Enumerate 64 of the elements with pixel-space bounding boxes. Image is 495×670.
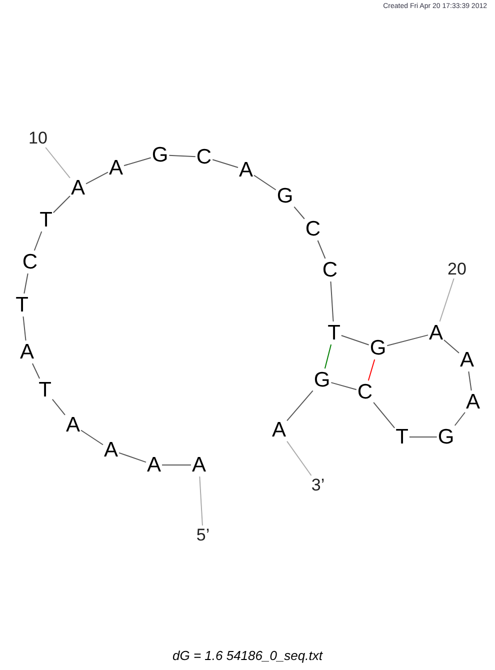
nucleotide-letter: G — [152, 144, 168, 166]
base-pair-line — [324, 344, 332, 369]
backbone-line — [52, 196, 70, 214]
nucleotide-letter: A — [66, 414, 80, 436]
caption: dG = 1.6 54186_0_seq.txt — [172, 648, 322, 663]
position-label: 3’ — [311, 476, 325, 494]
backbone-line — [34, 231, 42, 251]
backbone-line — [52, 398, 66, 416]
backbone-line — [124, 157, 152, 166]
backbone-line — [32, 363, 40, 379]
nucleotide-letter: C — [196, 146, 212, 168]
leader-line — [439, 278, 454, 322]
nucleotide-letter: C — [22, 252, 38, 272]
nucleotide-letter: G — [438, 426, 454, 448]
nucleotide-letter: C — [322, 260, 338, 280]
backbone-line — [317, 240, 326, 259]
backbone-line — [212, 159, 238, 168]
nucleotide-letter: C — [305, 218, 321, 240]
nucleotide-letter: G — [370, 338, 386, 358]
nucleotide-letter: A — [71, 178, 85, 198]
leader-line — [286, 440, 312, 476]
nucleotide-letter: A — [239, 160, 253, 180]
position-label: 10 — [28, 130, 48, 146]
position-label: 20 — [448, 260, 466, 278]
backbone-line — [408, 436, 438, 438]
backbone-line — [454, 412, 466, 426]
backbone-line — [286, 390, 314, 422]
backbone-line — [330, 281, 334, 322]
nucleotide-letter: T — [16, 294, 28, 316]
leader-line — [199, 476, 203, 526]
nucleotide-letter: T — [396, 426, 408, 448]
nucleotide-letter: T — [38, 380, 52, 400]
backbone-line — [340, 335, 370, 346]
nucleotide-letter: A — [429, 322, 443, 344]
backbone-line — [24, 273, 28, 294]
backbone-line — [294, 206, 305, 220]
backbone-line — [22, 316, 26, 341]
nucleotide-letter: G — [314, 370, 330, 390]
backbone-line — [254, 174, 276, 190]
nucleotide-letter: G — [276, 186, 294, 206]
nucleotide-letter: A — [109, 158, 123, 178]
backbone-line — [373, 402, 396, 428]
leader-line — [45, 147, 70, 178]
base-pair-line — [368, 359, 376, 381]
nucleotide-letter: A — [466, 392, 480, 412]
position-label: 5’ — [196, 526, 210, 544]
backbone-line — [468, 371, 472, 391]
backbone-line — [80, 430, 104, 446]
nucleotide-letter: T — [40, 210, 52, 230]
backbone-line — [86, 172, 108, 184]
nucleotide-letter: A — [460, 350, 474, 370]
nucleotide-letter: T — [328, 322, 340, 344]
backbone-line — [168, 154, 196, 158]
backbone-line — [162, 464, 192, 466]
backbone-line — [386, 334, 428, 346]
backbone-line — [444, 339, 460, 354]
nucleotide-letter: A — [192, 454, 206, 476]
backbone-line — [118, 452, 146, 463]
nucleotide-letter: A — [20, 342, 34, 362]
nucleotide-letter: C — [357, 382, 373, 402]
nucleotide-letter: A — [104, 440, 118, 460]
backbone-line — [330, 382, 357, 390]
nucleotide-letter: A — [272, 420, 286, 440]
nucleotide-letter: A — [147, 454, 161, 476]
